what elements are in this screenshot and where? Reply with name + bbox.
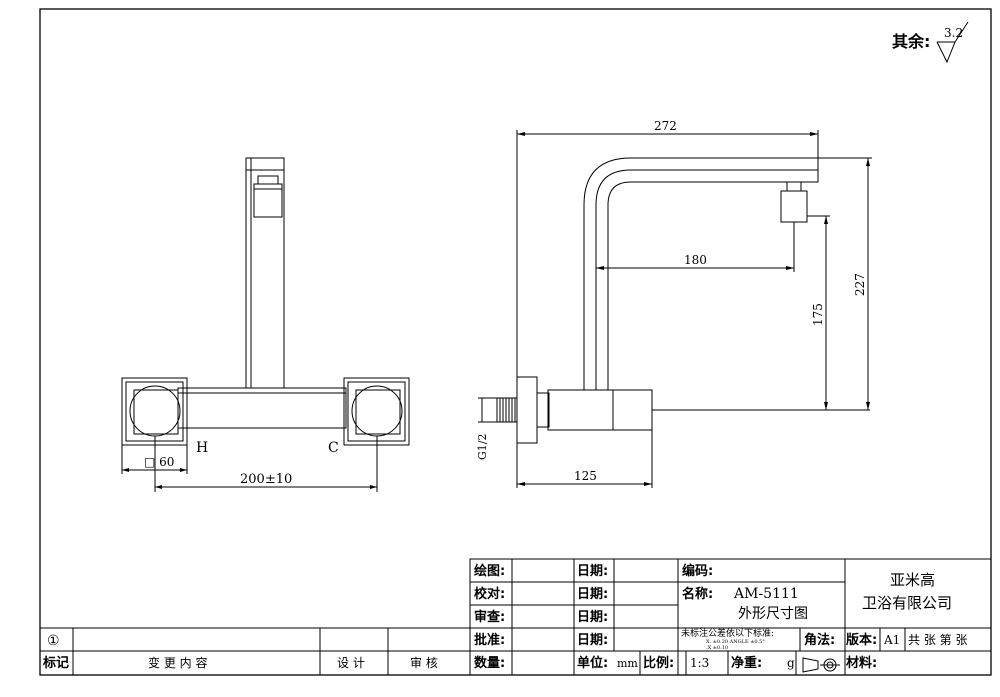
dim-height-outlet: 175 <box>811 303 825 326</box>
dim-height-top: 227 <box>853 273 867 296</box>
dim-spacing: 200±10 <box>240 472 292 487</box>
label-angle: 角法: <box>804 632 835 648</box>
roughness-label: 其余: <box>892 32 930 51</box>
label-mark: 标记 <box>42 655 69 671</box>
dim-outlet-offset: 180 <box>684 253 707 267</box>
label-cold: C <box>328 440 339 456</box>
roughness-symbol: 其余: 3.2 <box>892 21 969 64</box>
label-approve: 批准: <box>474 632 505 648</box>
side-view: 272 180 175 227 125 G1/2 <box>476 119 872 488</box>
drawing-title: 外形尺寸图 <box>738 606 808 622</box>
tolerance-line-1: X. ±0.20 ANGLE ±0.5° <box>706 639 765 645</box>
label-net-weight: 净重: <box>731 655 762 671</box>
label-material: 材料: <box>846 655 877 671</box>
revision-block: ① 标记 变 更 内 容 设 计 审 核 <box>40 627 470 675</box>
unit-value: mm <box>617 657 638 670</box>
label-name: 名称: <box>682 586 713 602</box>
label-scale: 比例: <box>643 655 674 671</box>
label-unit: 单位: <box>577 655 608 671</box>
tolerance-note: 未标注公差依以下标准: <box>681 627 774 639</box>
label-date-3: 日期: <box>577 610 608 625</box>
company-line-2: 卫浴有限公司 <box>862 594 952 612</box>
front-view: H C □ 60 200±10 <box>121 157 410 492</box>
revision-mark: ① <box>47 633 60 649</box>
projection-symbol-icon <box>802 657 840 673</box>
label-change-content: 变 更 内 容 <box>148 655 207 670</box>
sheet-frame <box>39 8 992 676</box>
label-version: 版本: <box>846 632 877 648</box>
title-block: 绘图: 校对: 审查: 批准: 数量: 日期: 日期: 日期: 日期: 编码: … <box>469 558 992 676</box>
label-date-2: 日期: <box>577 587 608 602</box>
model-number: AM-5111 <box>733 586 799 602</box>
label-quantity: 数量: <box>474 655 505 671</box>
sheet-count: 共 张 第 张 <box>908 633 967 647</box>
scale-value: 1:3 <box>690 656 709 670</box>
label-check: 校对: <box>474 586 505 602</box>
dim-square: □ 60 <box>144 455 174 469</box>
label-code: 编码: <box>682 563 713 579</box>
label-review: 审查: <box>474 609 505 625</box>
label-draw: 绘图: <box>474 563 505 579</box>
dim-thread: G1/2 <box>476 434 489 461</box>
roughness-value: 3.2 <box>944 26 963 40</box>
weight-unit: g <box>787 656 795 670</box>
dim-reach: 272 <box>654 119 677 133</box>
company-line-1: 亚米高 <box>890 571 935 589</box>
label-hot: H <box>196 440 208 456</box>
tolerance-line-2: .X ±0.10 <box>706 645 728 651</box>
label-date-4: 日期: <box>577 633 608 648</box>
label-design: 设 计 <box>337 656 365 670</box>
label-date-1: 日期: <box>577 564 608 579</box>
dim-depth: 125 <box>574 469 597 483</box>
version-value: A1 <box>883 633 900 647</box>
label-audit: 审 核 <box>410 655 438 670</box>
